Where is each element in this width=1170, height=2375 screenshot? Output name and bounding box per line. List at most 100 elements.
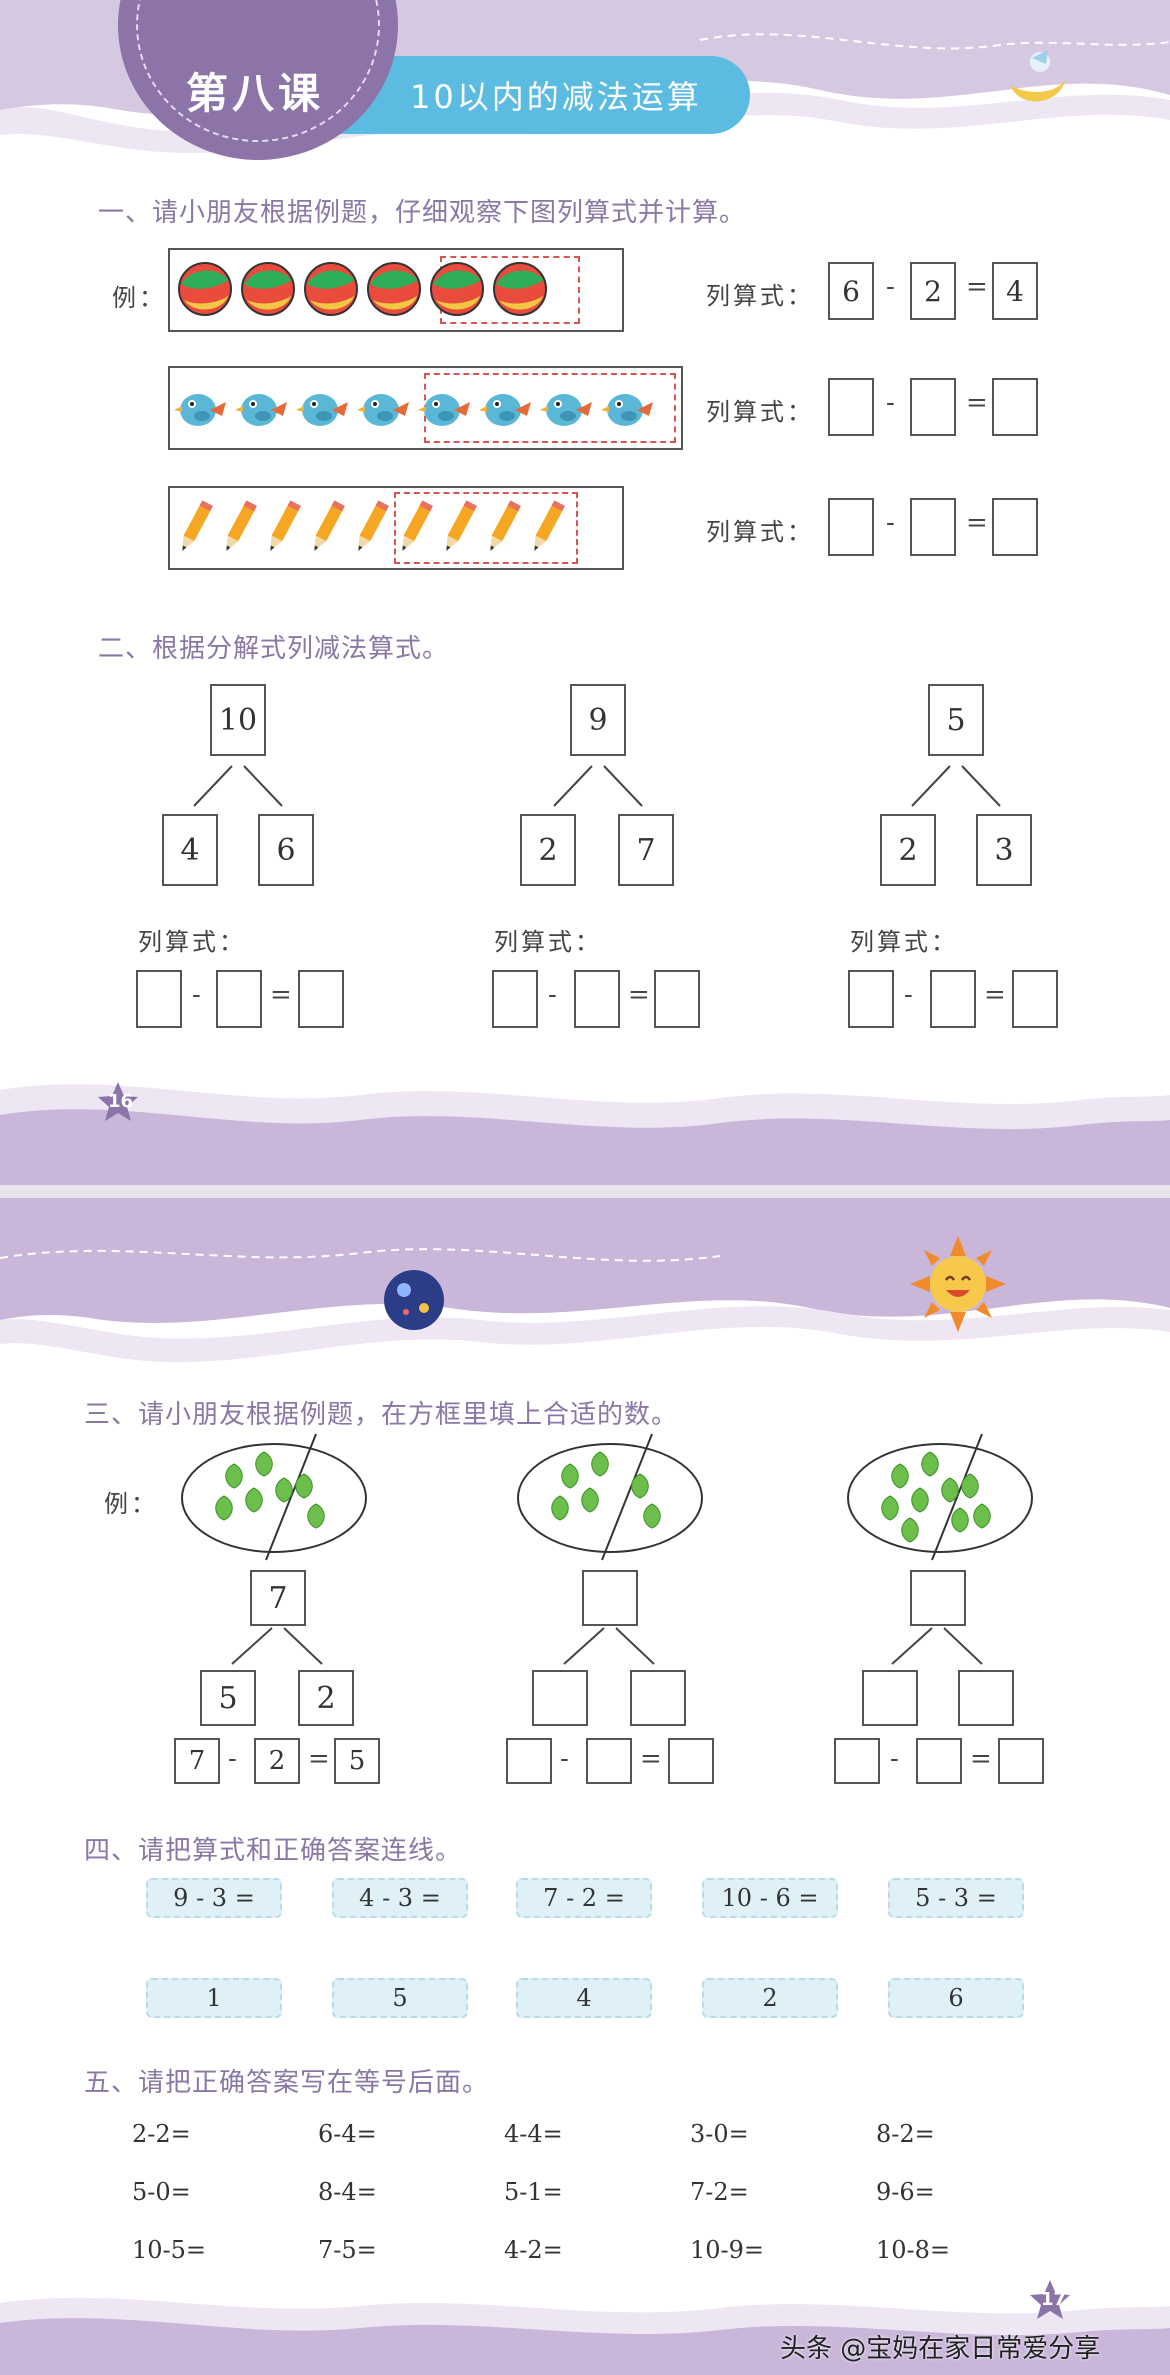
example-subtrahend-box: 2 — [254, 1738, 300, 1784]
tree2-formula-label: 列算式： — [494, 928, 602, 956]
worksheet-page-16: 10以内的减法运算 第八课 一、请小朋友根据例题，仔细观察下图列算式并计算。 例… — [0, 0, 1170, 1185]
minus-sign: - — [560, 1744, 569, 1774]
page-number: 16 — [108, 1091, 134, 1112]
answer-box[interactable] — [828, 378, 874, 436]
page-number-star — [1030, 2280, 1070, 2319]
leaf-icon — [951, 1507, 969, 1533]
leaf-icon — [245, 1487, 263, 1513]
answer-box[interactable] — [668, 1738, 714, 1784]
minus-sign: - — [904, 980, 913, 1010]
answer-box[interactable] — [910, 378, 956, 436]
page-divider — [0, 1185, 1170, 1198]
section1-heading: 一、请小朋友根据例题，仔细观察下图列算式并计算。 — [98, 198, 747, 228]
leaf-icon — [631, 1473, 649, 1499]
expression-card[interactable]: 4 - 3 = — [332, 1878, 468, 1918]
equals-sign: = — [984, 980, 1006, 1010]
answer-box[interactable] — [910, 498, 956, 556]
example-label: 例： — [104, 1490, 158, 1518]
tree1-right-box: 6 — [258, 814, 314, 886]
equals-sign: = — [270, 980, 292, 1010]
tree2-right-box: 7 — [618, 814, 674, 886]
header-wave — [0, 1198, 1170, 1363]
leaf-icon — [581, 1487, 599, 1513]
pencil-icon — [402, 500, 433, 551]
equals-sign: = — [966, 272, 988, 302]
answer-box[interactable] — [834, 1738, 880, 1784]
answer-box[interactable] — [916, 1738, 962, 1784]
leaf-icon — [901, 1517, 919, 1543]
answer-box[interactable] — [992, 378, 1038, 436]
answer-box[interactable] — [574, 970, 620, 1028]
equation: 6-4= — [318, 2120, 377, 2148]
answer-box[interactable] — [958, 1670, 1014, 1726]
moon-icon — [1010, 50, 1065, 102]
ball-icon — [241, 262, 295, 316]
answer-box[interactable] — [998, 1738, 1044, 1784]
section2-heading: 二、根据分解式列减法算式。 — [98, 634, 450, 664]
answer-card[interactable]: 4 — [516, 1978, 652, 2018]
answer-box[interactable] — [930, 970, 976, 1028]
ball-row — [176, 258, 554, 324]
expression-card[interactable]: 5 - 3 = — [888, 1878, 1024, 1918]
planet-icon — [384, 1270, 444, 1330]
minus-sign: - — [192, 980, 201, 1010]
answer-card[interactable]: 2 — [702, 1978, 838, 2018]
minus-sign: - — [886, 388, 895, 418]
leaf-icon — [561, 1463, 579, 1489]
answer-box[interactable] — [532, 1670, 588, 1726]
tree1-top-box: 10 — [210, 684, 266, 756]
equation: 9-6= — [876, 2178, 935, 2206]
leaf-icon — [961, 1473, 979, 1499]
leaf-icon — [643, 1503, 661, 1529]
answer-box[interactable] — [586, 1738, 632, 1784]
section3-heading: 三、请小朋友根据例题，在方框里填上合适的数。 — [84, 1400, 679, 1430]
answer-card[interactable]: 1 — [146, 1978, 282, 2018]
page-number: 17 — [1041, 2289, 1067, 2310]
equation: 5-1= — [504, 2178, 563, 2206]
answer-box[interactable] — [298, 970, 344, 1028]
example-label: 例： — [112, 284, 166, 312]
leaf-icon — [551, 1495, 569, 1521]
answer-box[interactable] — [506, 1738, 552, 1784]
equals-sign: = — [628, 980, 650, 1010]
answer-box[interactable] — [862, 1670, 918, 1726]
leaf-icon — [295, 1473, 313, 1499]
minus-sign: - — [548, 980, 557, 1010]
answer-box[interactable] — [992, 498, 1038, 556]
answer-box[interactable] — [1012, 970, 1058, 1028]
equation: 3-0= — [690, 2120, 749, 2148]
answer-box[interactable] — [630, 1670, 686, 1726]
answer-box[interactable] — [654, 970, 700, 1028]
pencil-icon — [358, 500, 389, 551]
pencil-icon — [182, 500, 213, 551]
bird-icon — [296, 394, 348, 426]
example-top-box: 7 — [250, 1570, 306, 1626]
leaf-icon — [921, 1451, 939, 1477]
leaf-icon — [911, 1487, 929, 1513]
leaf-icon — [973, 1503, 991, 1529]
minus-sign: - — [890, 1744, 899, 1774]
expression-card[interactable]: 9 - 3 = — [146, 1878, 282, 1918]
answer-card[interactable]: 6 — [888, 1978, 1024, 2018]
tree1-left-box: 4 — [162, 814, 218, 886]
watermark: 头条 @宝妈在家日常爱分享 — [780, 2334, 1101, 2364]
expression-card[interactable]: 10 - 6 = — [702, 1878, 838, 1918]
answer-box[interactable] — [848, 970, 894, 1028]
equals-sign: = — [308, 1744, 330, 1774]
answer-card[interactable]: 5 — [332, 1978, 468, 2018]
equation: 10-8= — [876, 2236, 951, 2264]
answer-box[interactable] — [216, 970, 262, 1028]
pencil-row — [176, 498, 572, 560]
ball-icon — [430, 262, 484, 316]
answer-box[interactable] — [492, 970, 538, 1028]
pencil-icon — [534, 500, 565, 551]
answer-box[interactable] — [910, 1570, 966, 1626]
example-result-box: 4 — [992, 262, 1038, 320]
equals-sign: = — [966, 508, 988, 538]
equation: 8-4= — [318, 2178, 377, 2206]
answer-box[interactable] — [136, 970, 182, 1028]
answer-box[interactable] — [582, 1570, 638, 1626]
equation: 4-4= — [504, 2120, 563, 2148]
answer-box[interactable] — [828, 498, 874, 556]
expression-card[interactable]: 7 - 2 = — [516, 1878, 652, 1918]
